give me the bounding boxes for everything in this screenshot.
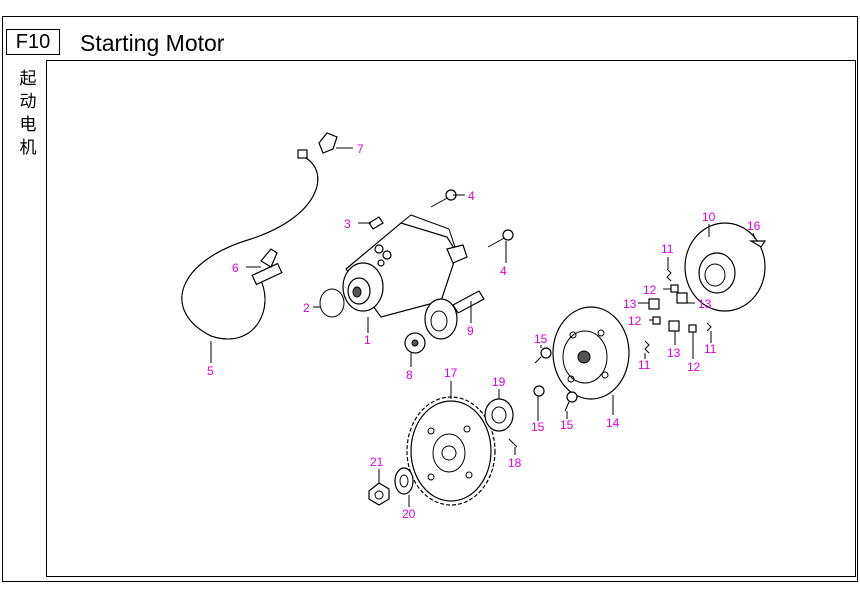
callout-3: 3 (344, 217, 351, 231)
flywheel-part-14 (552, 306, 630, 400)
page-title: Starting Motor (80, 30, 225, 56)
callout-16: 16 (747, 219, 761, 233)
callout-20: 20 (402, 507, 416, 521)
callout-4b: 4 (500, 264, 507, 278)
cn-char: 起 (19, 69, 37, 89)
callout-12b: 12 (628, 314, 642, 328)
rollers-part-13 (648, 292, 688, 332)
plungers-part-12 (652, 284, 697, 333)
callout-13c: 13 (667, 346, 681, 360)
bolt-part-3 (368, 216, 384, 230)
cap-part-7 (318, 132, 338, 154)
callout-8: 8 (406, 368, 413, 382)
callout-12: 12 (643, 283, 657, 297)
callout-1: 1 (364, 333, 371, 347)
callout-15c: 15 (560, 418, 574, 432)
callout-17: 17 (444, 366, 458, 380)
plate-part-10 (684, 222, 766, 312)
callout-7: 7 (357, 142, 364, 156)
callout-19: 19 (492, 375, 506, 389)
nut-part-21 (368, 482, 390, 506)
cable-part-5 (181, 149, 319, 340)
bolts-part-15 (533, 347, 578, 412)
callout-4: 4 (468, 189, 475, 203)
callout-labels: 7 4 3 6 4 2 1 9 8 5 10 16 11 12 13 13 12… (207, 142, 761, 521)
bolt-part-4 (430, 189, 457, 208)
bearing-part-19 (484, 398, 514, 432)
callout-9: 9 (467, 324, 474, 338)
cn-char: 机 (19, 138, 37, 158)
boot-part-6 (260, 248, 278, 268)
callout-11c: 11 (704, 342, 717, 356)
cn-char: 电 (19, 115, 37, 135)
callout-14: 14 (606, 416, 620, 430)
leader-lines (210, 147, 756, 507)
callout-6: 6 (232, 261, 239, 275)
callout-15b: 15 (531, 420, 545, 434)
callout-13: 13 (623, 297, 637, 311)
springs-part-11 (644, 268, 712, 354)
callout-21: 21 (370, 455, 384, 469)
callout-11b: 11 (638, 358, 651, 372)
cn-char: 动 (19, 92, 37, 112)
section-code: F10 (6, 29, 60, 55)
page-frame (2, 16, 858, 582)
pin-part-18 (508, 438, 518, 448)
callout-11: 11 (661, 242, 674, 256)
exploded-diagram: 7 4 3 6 4 2 1 9 8 5 10 16 11 12 13 13 12… (46, 60, 856, 577)
callout-13b: 13 (698, 297, 712, 311)
callout-12c: 12 (687, 360, 701, 374)
callout-18: 18 (508, 456, 522, 470)
callout-15: 15 (534, 332, 548, 346)
shaft-part-9 (452, 290, 485, 314)
bolt-part-4b (487, 229, 514, 248)
washer-part-20 (394, 467, 414, 495)
callout-5: 5 (207, 364, 214, 378)
callout-10: 10 (702, 210, 716, 224)
driven-gear-part-17 (406, 396, 496, 506)
callout-2: 2 (303, 301, 310, 315)
diagram-svg: 7 4 3 6 4 2 1 9 8 5 10 16 11 12 13 13 12… (181, 132, 767, 521)
key-part-16 (748, 240, 767, 248)
o-ring-part-2 (319, 288, 345, 318)
gear-part-8 (404, 298, 458, 354)
starter-motor-part-1 (342, 214, 468, 318)
chinese-title: 起 动 电 机 (16, 68, 40, 160)
